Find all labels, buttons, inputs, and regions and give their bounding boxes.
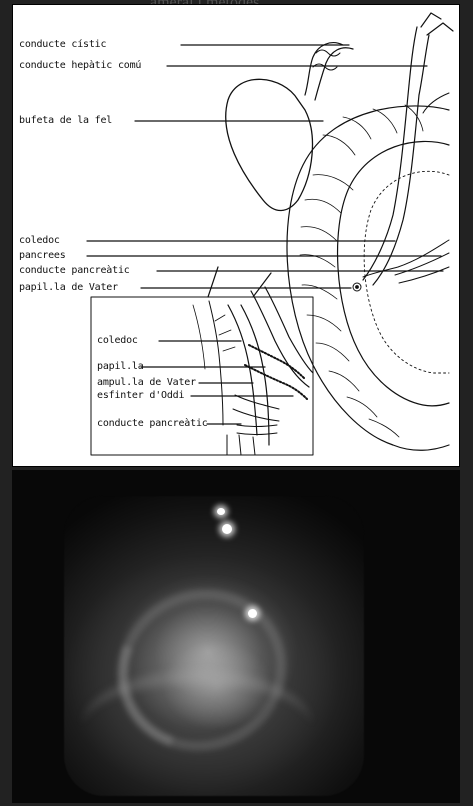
- label-bufeta-de-la-fel: bufeta de la fel: [19, 115, 112, 127]
- label-conducte-cistic: conducte cístic: [19, 39, 106, 51]
- inset-label-conducte-pancreatic: conducte pancreàtic: [97, 418, 208, 430]
- anatomy-diagram: conducte cístic conducte hepàtic comú bu…: [12, 4, 460, 467]
- inset-label-papilla: papil.la: [97, 361, 144, 373]
- inset-label-ampulla-de-vater: ampul.la de Vater: [97, 377, 196, 389]
- label-papilla-de-vater: papil.la de Vater: [19, 282, 118, 294]
- anatomy-illustration: [13, 5, 460, 467]
- endoscopy-photo: [12, 470, 460, 803]
- light-reflection: [217, 508, 225, 515]
- inset-label-coledoc: coledoc: [97, 335, 138, 347]
- label-coledoc: coledoc: [19, 235, 60, 247]
- papilla-highlight: [162, 640, 272, 730]
- label-conducte-hepatic-comu: conducte hepàtic comú: [19, 60, 141, 72]
- inset-label-esfinter-doddi: esfinter d'Oddi: [97, 390, 184, 402]
- light-reflection: [248, 609, 257, 618]
- label-conducte-pancreatic: conducte pancreàtic: [19, 265, 130, 277]
- label-pancrees: pancrees: [19, 250, 66, 262]
- light-reflection: [222, 524, 232, 534]
